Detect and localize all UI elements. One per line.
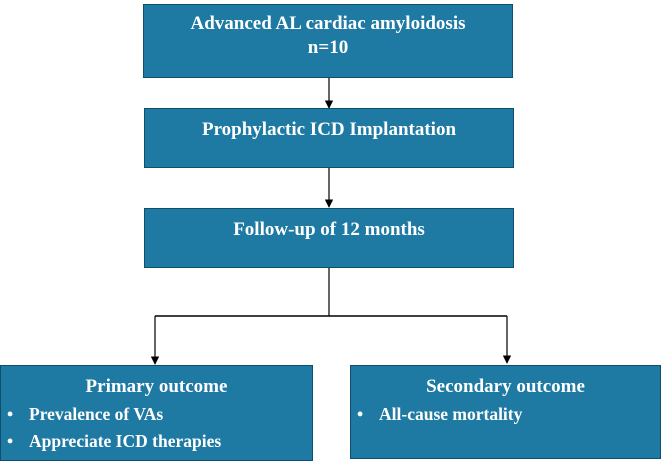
implantation-box: Prophylactic ICD Implantation (144, 108, 514, 168)
list-item: •Prevalence of VAs (7, 404, 164, 424)
cohort-title: Advanced AL cardiac amyloidosis (190, 13, 466, 34)
list-item: •Appreciate ICD therapies (7, 431, 222, 451)
cohort-count: n=10 (307, 37, 349, 58)
implantation-label: Prophylactic ICD Implantation (201, 119, 457, 140)
secondary-outcome-title: Secondary outcome (426, 376, 585, 397)
list-item: •All-cause mortality (357, 404, 523, 424)
followup-label: Follow-up of 12 months (233, 219, 425, 240)
cohort-box: Advanced AL cardiac amyloidosis n=10 (143, 4, 513, 78)
secondary-outcome-list: •All-cause mortality (351, 401, 660, 428)
secondary-outcome-box: Secondary outcome •All-cause mortality (350, 365, 661, 459)
followup-box: Follow-up of 12 months (144, 208, 514, 268)
primary-outcome-box: Primary outcome •Prevalence of VAs •Appr… (0, 365, 313, 461)
primary-outcome-title: Primary outcome (85, 376, 228, 397)
primary-outcome-list: •Prevalence of VAs •Appreciate ICD thera… (1, 401, 312, 455)
